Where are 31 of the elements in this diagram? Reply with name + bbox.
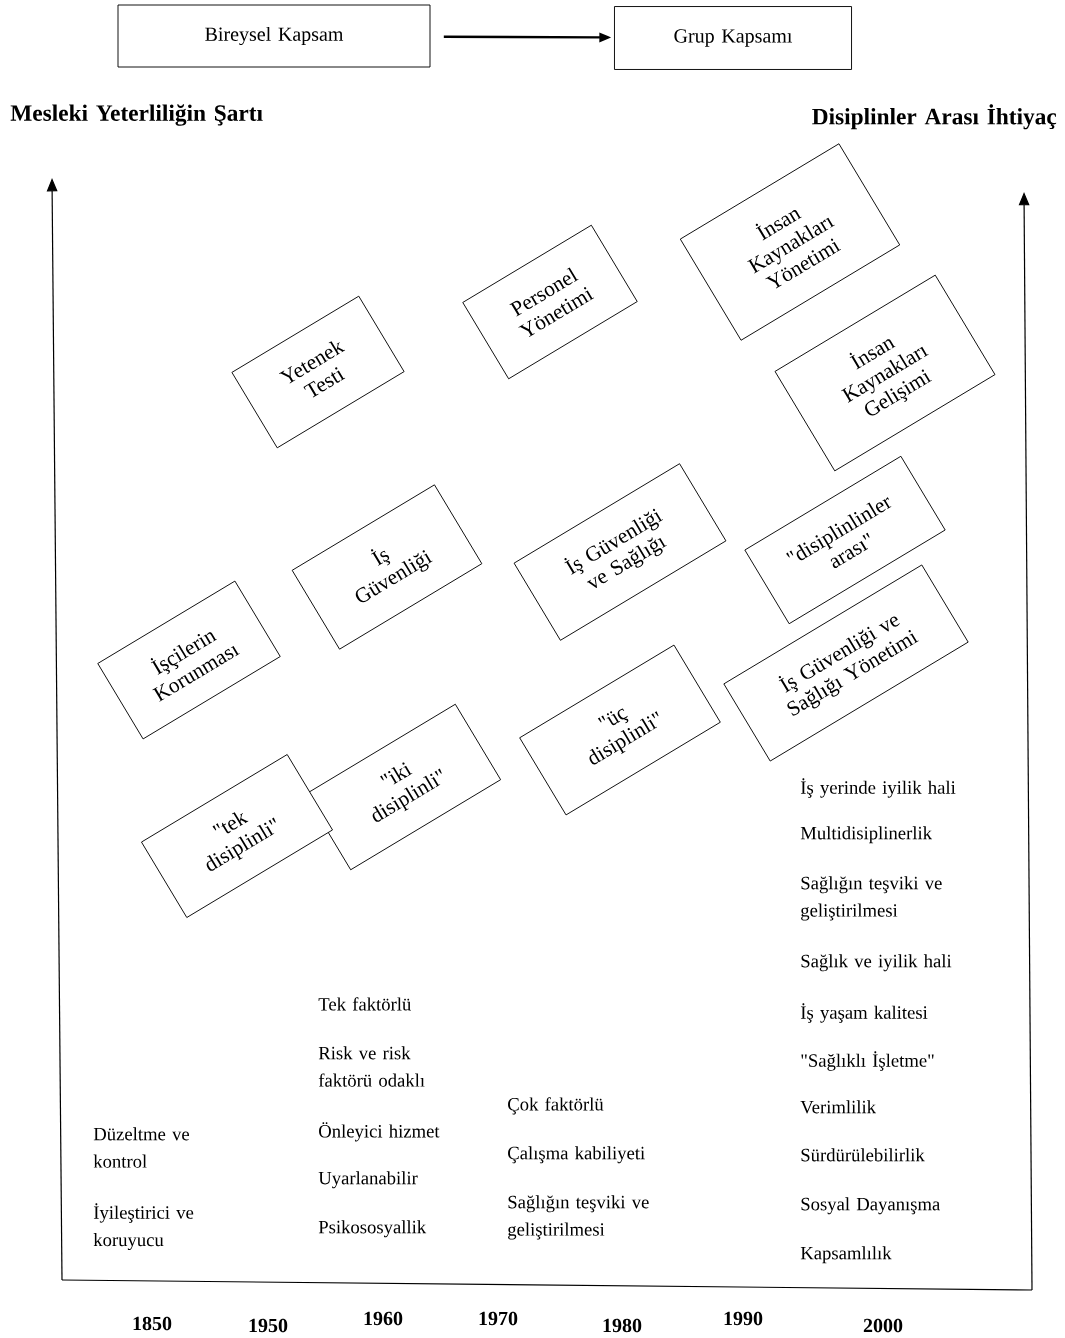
axis-title: Mesleki Yeterliliğin Şartı bbox=[10, 104, 263, 126]
year-label: 1970 bbox=[479, 1311, 518, 1326]
list-item: Sosyal Dayanışma bbox=[801, 1197, 940, 1215]
list-item: Çok faktörlü bbox=[508, 1097, 604, 1115]
list-item: Multidisiplinerlik bbox=[800, 826, 932, 844]
list-item: Sağlığın teşviki ve geliştirilmesi bbox=[508, 1195, 649, 1240]
list-item: Kapsamlılık bbox=[800, 1246, 892, 1264]
process-box: Grup Kapsamı bbox=[614, 6, 852, 70]
list-item: İş yerinde iyilik hali bbox=[800, 778, 956, 798]
list-item: İyileştirici ve koruyucu bbox=[93, 1203, 194, 1251]
list-item: İş yaşam kalitesi bbox=[800, 1003, 928, 1023]
year-label: 2000 bbox=[863, 1318, 903, 1333]
list-item: Sağlığın teşviki ve geliştirilmesi bbox=[801, 876, 942, 921]
list-item: "Sağlıklı İşletme" bbox=[801, 1051, 934, 1071]
process-box: Bireysel Kapsam bbox=[117, 4, 431, 68]
list-item: Önleyici hizmet bbox=[319, 1122, 440, 1142]
list-item: Psikososyallik bbox=[318, 1220, 427, 1238]
list-item: Sağlık ve iyilik hali bbox=[801, 954, 952, 972]
list-item: Uyarlanabilir bbox=[318, 1171, 418, 1189]
year-label: 1990 bbox=[724, 1311, 763, 1326]
year-label: 1980 bbox=[603, 1318, 642, 1333]
list-item: Düzeltme ve kontrol bbox=[93, 1127, 190, 1168]
list-item: Verimlilik bbox=[800, 1100, 876, 1114]
list-item: Çalışma kabiliyeti bbox=[508, 1146, 645, 1164]
list-item: Risk ve risk faktörü odaklı bbox=[318, 1046, 425, 1087]
axis-title: Disiplinler Arası İhtiyaç bbox=[812, 104, 1057, 130]
year-label: 1850 bbox=[133, 1316, 172, 1331]
list-item: Sürdürülebilirlik bbox=[801, 1148, 925, 1162]
list-item: Tek faktörlü bbox=[318, 997, 411, 1011]
year-label: 1950 bbox=[249, 1318, 288, 1333]
year-label: 1960 bbox=[364, 1311, 403, 1326]
